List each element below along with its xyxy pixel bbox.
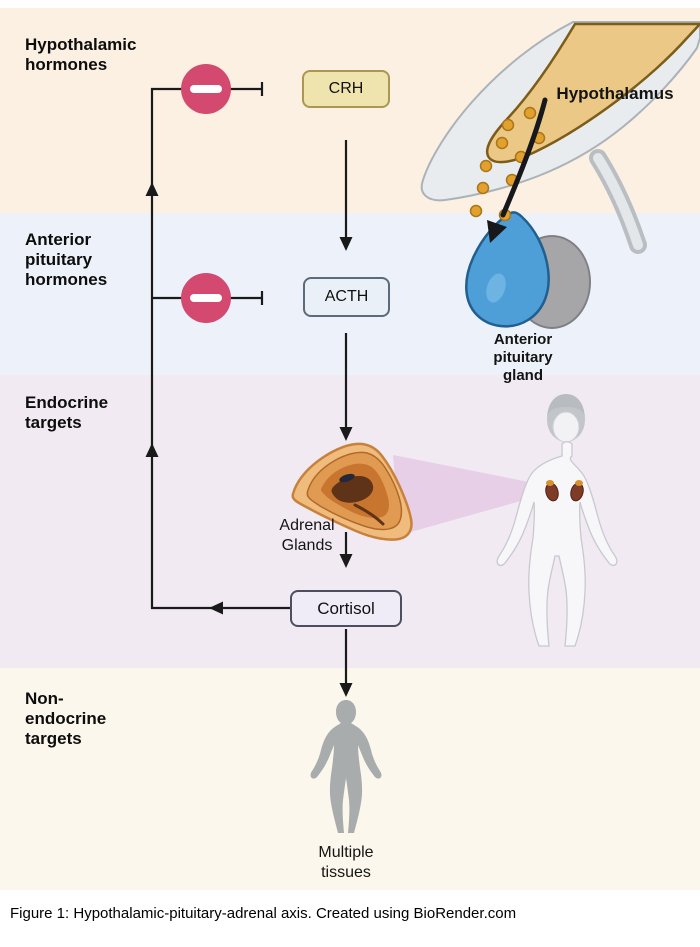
- figure-caption: Figure 1: Hypothalamic-pituitary-adrenal…: [10, 905, 517, 922]
- label-anterior-pituitary-hormones: Anterior pituitary hormones: [25, 230, 108, 289]
- human-silhouette-icon: [310, 700, 382, 833]
- secretion-arrow-icon: [500, 97, 548, 218]
- adrenal-gland-body-illustration: [291, 394, 618, 647]
- node-crh: CRH: [302, 70, 390, 108]
- hypothalamus-shape: [485, 22, 700, 164]
- label-adrenal-glands: Adrenal Glands: [279, 517, 335, 554]
- label-endocrine-targets: Endocrine targets: [25, 393, 109, 432]
- face-shape: [552, 411, 580, 443]
- label-hypothalamus: Hypothalamus: [556, 84, 674, 103]
- body-outline-shape: [496, 441, 618, 647]
- adrenal-gland-illustration: [291, 442, 413, 541]
- label-multiple-tissues: Multiple tissues: [318, 844, 374, 881]
- hypothalamus-pituitary-illustration: [420, 21, 700, 329]
- label-hypothalamic-hormones: Hypothalamic hormones: [25, 35, 137, 74]
- anterior-pituitary-shape: [465, 211, 550, 328]
- female-figure-illustration: [496, 394, 618, 647]
- node-acth: ACTH: [303, 277, 390, 317]
- label-non-endocrine-targets: Non- endocrine targets: [25, 689, 107, 748]
- node-acth-label: ACTH: [324, 288, 369, 305]
- kidneys-shape: [545, 480, 584, 502]
- node-cortisol: Cortisol: [290, 590, 402, 627]
- node-crh-label: CRH: [328, 80, 364, 97]
- caption-strip: Figure 1: Hypothalamic-pituitary-adrenal…: [0, 890, 700, 947]
- node-cortisol-label: Cortisol: [317, 598, 375, 618]
- label-anterior-pituitary-gland: Anterior pituitary gland: [493, 331, 553, 384]
- body-highlight-beam: [393, 455, 549, 535]
